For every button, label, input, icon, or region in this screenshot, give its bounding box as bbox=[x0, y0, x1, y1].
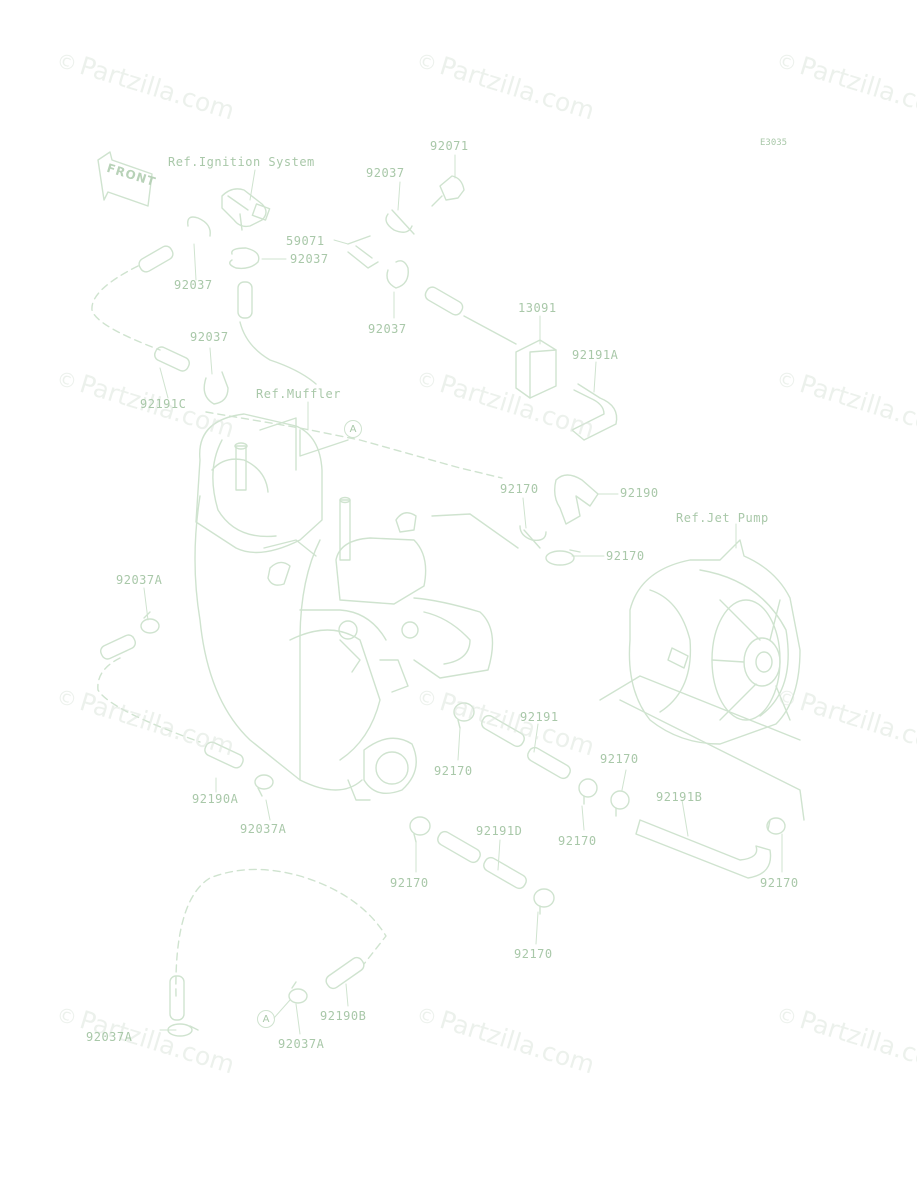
clamp-92170-8 bbox=[766, 817, 786, 835]
hose-right-top bbox=[424, 286, 464, 316]
part-label-59071: 59071 bbox=[286, 234, 325, 248]
part-label-92170: 92170 bbox=[600, 752, 639, 766]
part-label-92037A: 92037A bbox=[116, 573, 163, 587]
part-label-92037: 92037 bbox=[290, 252, 329, 266]
hose-92190B bbox=[325, 956, 365, 990]
hose-top-left bbox=[138, 245, 174, 273]
hose-92191B bbox=[635, 819, 772, 879]
part-label-92037: 92037 bbox=[190, 330, 229, 344]
part-label-92170: 92170 bbox=[434, 764, 473, 778]
part-label-13091: 13091 bbox=[518, 301, 557, 315]
part-label-92037: 92037 bbox=[174, 278, 213, 292]
part-label-92037: 92037 bbox=[368, 322, 407, 336]
ref-muffler-label: Ref.Muffler bbox=[256, 387, 341, 401]
part-label-92170: 92170 bbox=[606, 549, 645, 563]
clamp-92170-3 bbox=[453, 702, 475, 729]
part-label-92191C: 92191C bbox=[140, 397, 187, 411]
clamp-92037A-2 bbox=[254, 774, 274, 797]
block-13091 bbox=[515, 339, 557, 399]
clamp-92170-6 bbox=[409, 816, 431, 843]
clamp-92037-1 bbox=[187, 216, 211, 237]
part-label-92191: 92191 bbox=[520, 710, 559, 724]
hose-vertical bbox=[237, 281, 253, 319]
part-label-92190B: 92190B bbox=[320, 1009, 367, 1023]
part-label-92190A: 92190A bbox=[192, 792, 239, 806]
part-label-92191B: 92191B bbox=[656, 790, 703, 804]
hose-92191D-b bbox=[483, 856, 527, 890]
route-line-3 bbox=[431, 513, 519, 549]
hose-92191-b bbox=[527, 746, 571, 780]
front-arrow-icon bbox=[97, 151, 153, 207]
diagram-ref-code: E3035 bbox=[760, 138, 788, 148]
callout-a: A bbox=[344, 420, 362, 438]
hose-bottom-left bbox=[169, 975, 185, 1021]
part-label-92037A: 92037A bbox=[278, 1037, 325, 1051]
part-label-92170: 92170 bbox=[514, 947, 553, 961]
part-label-92037A: 92037A bbox=[86, 1030, 133, 1044]
hose-92190A bbox=[204, 741, 244, 769]
clamp-92037A-3 bbox=[288, 981, 308, 1004]
clamp-92037-5 bbox=[203, 371, 229, 405]
part-label-92037A: 92037A bbox=[240, 822, 287, 836]
clamp-92037-3 bbox=[385, 209, 415, 235]
jet-pump bbox=[599, 539, 801, 745]
hose-92191-a bbox=[481, 714, 525, 748]
part-label-92191A: 92191A bbox=[572, 348, 619, 362]
route-line-pump bbox=[619, 699, 805, 821]
hose-92191C bbox=[154, 346, 190, 372]
ignition-connector bbox=[221, 188, 271, 231]
route-line-1 bbox=[239, 321, 317, 385]
ref-ignition-label: Ref.Ignition System bbox=[168, 155, 315, 169]
clamp-92170-5 bbox=[610, 790, 630, 817]
routing-lines bbox=[91, 265, 503, 997]
part-label-92170: 92170 bbox=[558, 834, 597, 848]
part-label-92170: 92170 bbox=[760, 876, 799, 890]
part-label-92170: 92170 bbox=[500, 482, 539, 496]
route-line-4 bbox=[299, 429, 349, 457]
pipe-59071 bbox=[347, 235, 379, 269]
clamp-92170-2 bbox=[545, 549, 581, 566]
part-label-92170: 92170 bbox=[390, 876, 429, 890]
route-line-2 bbox=[463, 315, 517, 345]
clamp-92170-4 bbox=[578, 778, 598, 805]
muffler-assembly bbox=[194, 413, 494, 801]
fitting-92071 bbox=[431, 175, 465, 207]
hose-92191D-a bbox=[437, 830, 481, 864]
clamp-92037-2 bbox=[229, 247, 260, 270]
part-label-92037: 92037 bbox=[366, 166, 405, 180]
ref-jet-pump-label: Ref.Jet Pump bbox=[676, 511, 769, 525]
part-label-92071: 92071 bbox=[430, 139, 469, 153]
hose-92191A bbox=[571, 383, 618, 441]
part-label-92191D: 92191D bbox=[476, 824, 523, 838]
clamp-92170-7 bbox=[533, 888, 555, 915]
leader-lines bbox=[143, 154, 783, 1035]
hose-92190A-left bbox=[100, 634, 136, 660]
hose-92190 bbox=[553, 474, 599, 525]
clamp-92037-4 bbox=[386, 260, 409, 289]
part-label-92190: 92190 bbox=[620, 486, 659, 500]
clamp-92170-1 bbox=[519, 525, 547, 549]
callout-a: A bbox=[257, 1010, 275, 1028]
clamp-92037A-1 bbox=[140, 611, 160, 634]
